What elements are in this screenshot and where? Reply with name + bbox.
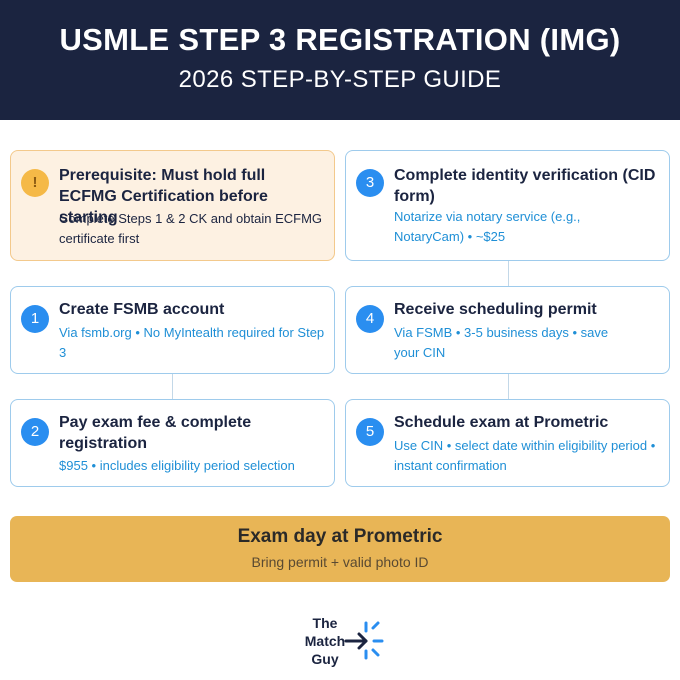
logo-text-line-2: Match — [304, 633, 346, 649]
step-title-5: Schedule exam at Prometric — [394, 414, 609, 431]
connector-4-5 — [508, 374, 509, 399]
step-number-1: 1 — [21, 305, 49, 333]
step-description-4: Via FSMB • 3-5 business days • save your… — [394, 325, 609, 360]
exam-day-title: Exam day at Prometric — [237, 526, 443, 547]
step-description-5: Use CIN • select date within eligibility… — [394, 438, 656, 473]
step-number-4: 4 — [356, 305, 384, 333]
step-title-3: Complete identity verification (CID form… — [394, 167, 656, 205]
connector-1-2 — [172, 374, 173, 399]
prerequisite-description: Complete Steps 1 & 2 CK and obtain ECFMG… — [59, 211, 323, 246]
step-card-3: 3 Complete identity verification (CID fo… — [345, 150, 670, 261]
logo: The Match Guy — [300, 610, 390, 672]
logo-text-line-1: The — [312, 615, 338, 631]
step-card-1: 1 Create FSMB account Via fsmb.org • No … — [10, 286, 335, 374]
logo-text-line-3: Guy — [311, 651, 339, 667]
connector-3-4 — [508, 261, 509, 286]
step-number-2: 2 — [21, 418, 49, 446]
step-card-2: 2 Pay exam fee & complete registration $… — [10, 399, 335, 487]
exam-day-banner: Exam day at Prometric Bring permit + val… — [10, 516, 670, 582]
step-card-4: 4 Receive scheduling permit Via FSMB • 3… — [345, 286, 670, 374]
warning-icon: ! — [21, 169, 49, 197]
step-number-5: 5 — [356, 418, 384, 446]
step-title-2: Pay exam fee & complete registration — [59, 414, 252, 452]
page-subtitle: 2026 STEP-BY-STEP GUIDE — [178, 66, 502, 93]
prerequisite-title: Prerequisite: Must hold full ECFMG Certi… — [59, 167, 268, 226]
prerequisite-card: ! Prerequisite: Must hold full ECFMG Cer… — [10, 150, 335, 261]
header: USMLE STEP 3 REGISTRATION (IMG) 2026 STE… — [0, 0, 680, 120]
exam-day-description: Bring permit + valid photo ID — [251, 554, 429, 570]
page-title: USMLE STEP 3 REGISTRATION (IMG) — [59, 22, 621, 57]
step-card-5: 5 Schedule exam at Prometric Use CIN • s… — [345, 399, 670, 487]
spark-arrow-icon — [344, 621, 384, 660]
step-description-2: $955 • includes eligibility period selec… — [59, 458, 295, 473]
step-number-3: 3 — [356, 169, 384, 197]
step-title-1: Create FSMB account — [59, 301, 225, 318]
step-description-3: Notarize via notary service (e.g., Notar… — [394, 209, 581, 244]
step-title-4: Receive scheduling permit — [394, 301, 597, 318]
step-description-1: Via fsmb.org • No MyIntealth required fo… — [59, 325, 325, 360]
